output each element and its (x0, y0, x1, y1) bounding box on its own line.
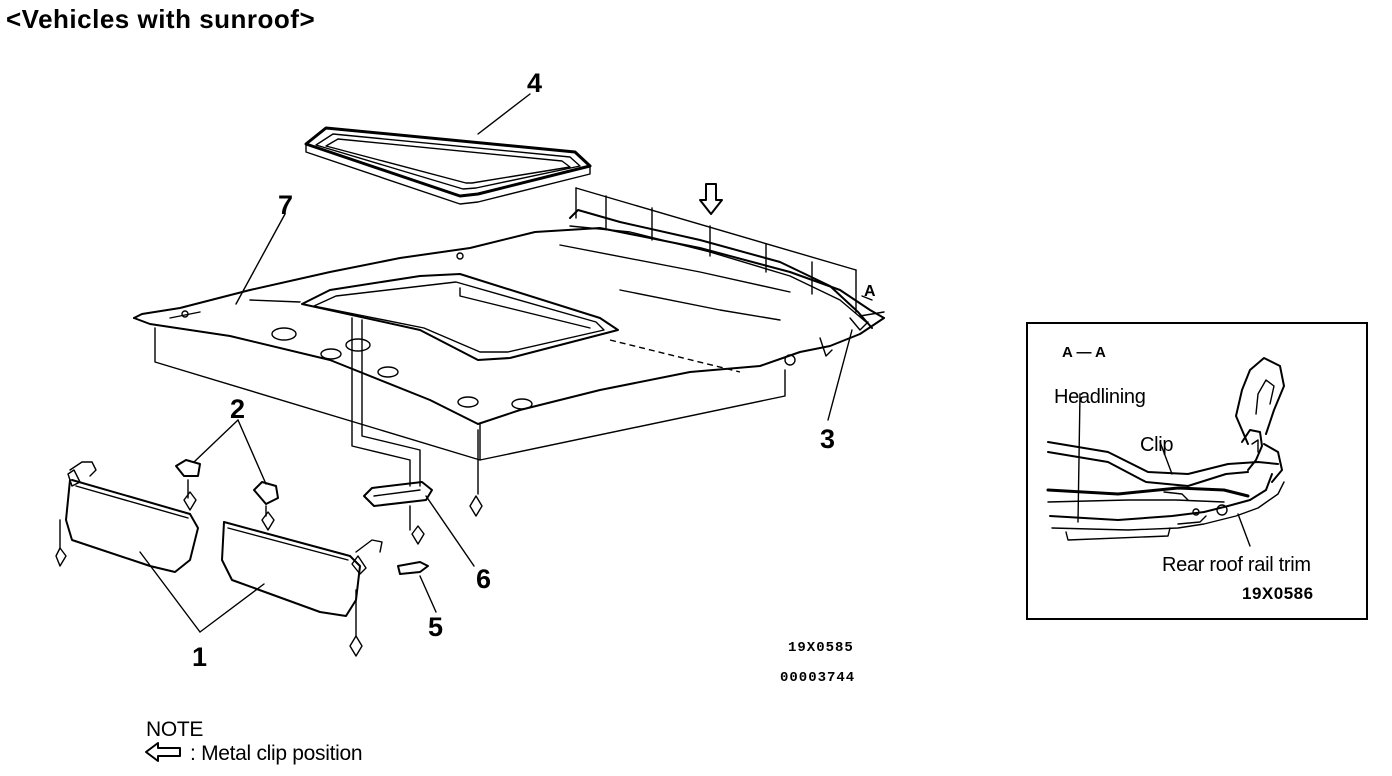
label-headlining: Headlining (1054, 386, 1146, 408)
metal-clip-arrow-icon (699, 183, 723, 215)
detail-cross-section-drawing (1046, 357, 1285, 547)
callout-4: 4 (527, 68, 543, 98)
callout-6: 6 (476, 564, 492, 594)
part-7-headlining-panel (133, 227, 885, 487)
part-4-sunroof-frame (304, 126, 592, 205)
illustration-code: 19X0585 (788, 640, 854, 656)
panel-screw (469, 429, 483, 517)
part-2-visor-holders (175, 459, 279, 531)
label-rear-roof-rail-trim: Rear roof rail trim (1162, 554, 1311, 576)
part-1-sun-visors (55, 461, 383, 657)
callout-1: 1 (192, 642, 208, 672)
section-marker-a: A (864, 283, 876, 300)
callout-5: 5 (428, 612, 444, 642)
detail-section-label: A — A (1062, 344, 1106, 361)
diagram-title: <Vehicles with sunroof> (6, 4, 316, 34)
part-3-rear-roof-rail-trim (569, 183, 885, 357)
part-6-bracket (363, 481, 433, 545)
detail-illustration-code: 19X0586 (1242, 584, 1314, 603)
callout-3: 3 (820, 424, 836, 454)
callout-7: 7 (278, 190, 294, 220)
callout-2: 2 (230, 394, 246, 424)
reference-number: 00003744 (780, 670, 856, 686)
detail-a-a-box: A — A Headlining Clip Rear roof rail tri… (1026, 322, 1368, 620)
note-legend-text: : Metal clip position (190, 742, 363, 765)
label-clip: Clip (1140, 434, 1174, 456)
note-heading: NOTE (146, 718, 204, 741)
part-5-clip (397, 561, 429, 575)
leader-lines (139, 93, 853, 633)
